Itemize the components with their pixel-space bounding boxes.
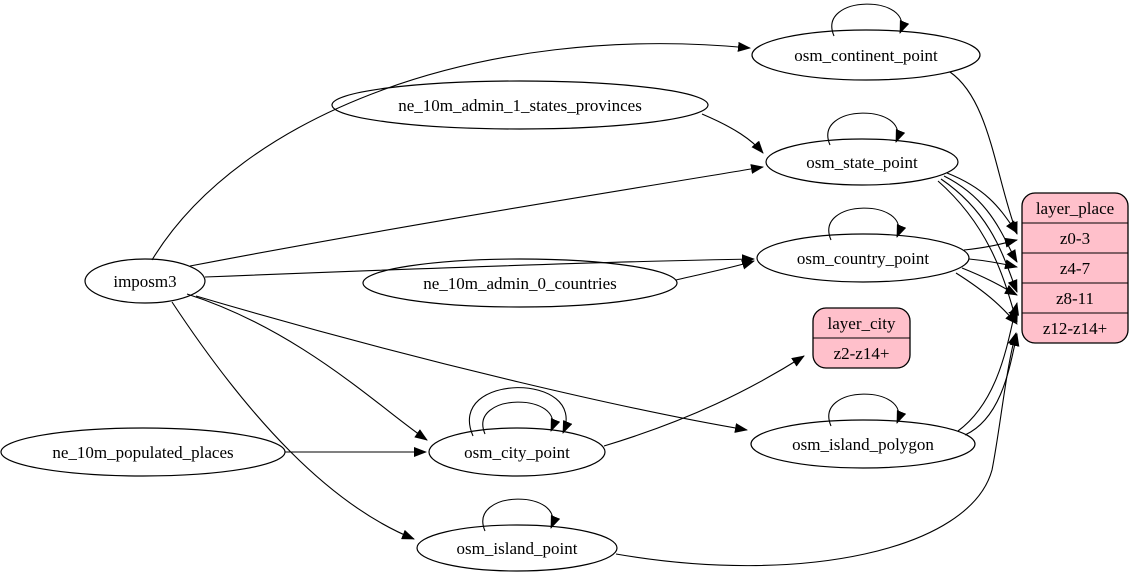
edge-osm_city_point-osm_city_point-self — [482, 401, 561, 435]
node-imposm3: imposm3 — [84, 258, 206, 304]
table-ellipse — [756, 233, 970, 283]
edge-osm_continent_point-osm_continent_point-self — [831, 3, 910, 37]
table-ellipse — [84, 258, 206, 304]
table-label: ne_10m_admin_0_countries — [423, 274, 617, 293]
record-row-z0-3: z0-3 — [1060, 229, 1090, 248]
table-label: ne_10m_admin_1_states_provinces — [398, 96, 642, 115]
edge-osm_island_point-osm_island_point-self — [482, 498, 561, 532]
edge-imposm3-osm_country_point — [204, 254, 755, 278]
edge-imposm3-osm_island_polygon — [195, 295, 748, 433]
table-label: osm_continent_point — [794, 46, 938, 65]
table-label: osm_state_point — [806, 153, 918, 172]
edge-imposm3-osm_continent_point — [151, 41, 751, 261]
record-row-z8-11: z8-11 — [1056, 289, 1094, 308]
table-ellipse — [416, 524, 618, 572]
node-ne_10m_admin_0_countries: ne_10m_admin_0_countries — [362, 258, 678, 308]
table-label: osm_city_point — [464, 443, 570, 462]
edge-imposm3-osm_island_point — [171, 301, 415, 540]
node-osm_country_point: osm_country_point — [756, 233, 970, 283]
edge-osm_country_point-osm_country_point-self — [828, 207, 907, 241]
table-label: ne_10m_populated_places — [52, 443, 233, 462]
table-label: osm_country_point — [797, 249, 929, 268]
table-label: osm_island_polygon — [792, 435, 934, 454]
edge-imposm3-osm_state_point — [189, 164, 764, 267]
edge-osm_island_point-layer_place-z12-z14+ — [615, 332, 1018, 567]
record-box — [1021, 192, 1129, 344]
node-ne_10m_populated_places: ne_10m_populated_places — [0, 427, 286, 477]
node-ne_10m_admin_1_states_provinces: ne_10m_admin_1_states_provinces — [331, 80, 709, 130]
edge-osm_state_point-layer_place-z8-11 — [940, 178, 1018, 293]
edge-imposm3-osm_city_point — [186, 293, 428, 441]
edge-osm_country_point-layer_place-z8-11 — [961, 267, 1018, 296]
node-osm_state_point: osm_state_point — [765, 138, 959, 186]
record-title-layer_city: layer_city — [828, 314, 896, 333]
record-row-z12-z14+: z12-z14+ — [1043, 319, 1107, 338]
table-ellipse — [331, 80, 709, 130]
edge-osm_continent_point-layer_place-z0-3 — [949, 71, 1018, 235]
table-ellipse — [751, 29, 981, 81]
edge-ne_10m_admin_0_countries-osm_country_point — [675, 259, 755, 281]
table-label: imposm3 — [113, 272, 176, 291]
record-row-z4-7: z4-7 — [1060, 259, 1091, 278]
edge-osm_city_point-layer_city-z2-z14+ — [603, 355, 805, 447]
node-layer_place: layer_place z0-3 z4-7 z8-11 z12-z14+ — [1021, 192, 1129, 344]
node-osm_continent_point: osm_continent_point — [751, 29, 981, 81]
record-title-layer_place: layer_place — [1036, 199, 1114, 218]
edge-osm_country_point-layer_place-z0-3 — [963, 237, 1018, 251]
node-layer_city: layer_city z2-z14+ — [812, 307, 911, 369]
table-ellipse — [428, 427, 606, 477]
edge-osm_island_polygon-osm_island_polygon-self — [828, 393, 907, 427]
node-osm_city_point: osm_city_point — [428, 427, 606, 477]
edge-osm_state_point-osm_state_point-self — [827, 112, 906, 146]
edge-osm_country_point-layer_place-z12-z14+ — [955, 272, 1018, 325]
edge-osm_island_polygon-layer_place-z8-11 — [957, 302, 1020, 432]
edge-osm_country_point-layer_place-z4-7 — [968, 258, 1018, 270]
record-row-z2-z14+: z2-z14+ — [834, 344, 890, 363]
table-ellipse — [765, 138, 959, 186]
table-label: osm_island_point — [457, 539, 578, 558]
node-osm_island_polygon: osm_island_polygon — [750, 419, 976, 469]
edge-osm_island_polygon-layer_place-z12-z14+ — [964, 333, 1020, 436]
table-ellipse — [362, 258, 678, 308]
edge-osm_state_point-layer_place-z0-3 — [946, 172, 1018, 234]
table-ellipse — [750, 419, 976, 469]
edge-ne_10m_admin_1_states_provinces-osm_state_point — [701, 113, 764, 154]
node-osm_island_point: osm_island_point — [416, 524, 618, 572]
edge-osm_state_point-layer_place-z4-7 — [943, 175, 1018, 263]
edge-osm_city_point-osm_city_point-self2 — [469, 387, 573, 437]
